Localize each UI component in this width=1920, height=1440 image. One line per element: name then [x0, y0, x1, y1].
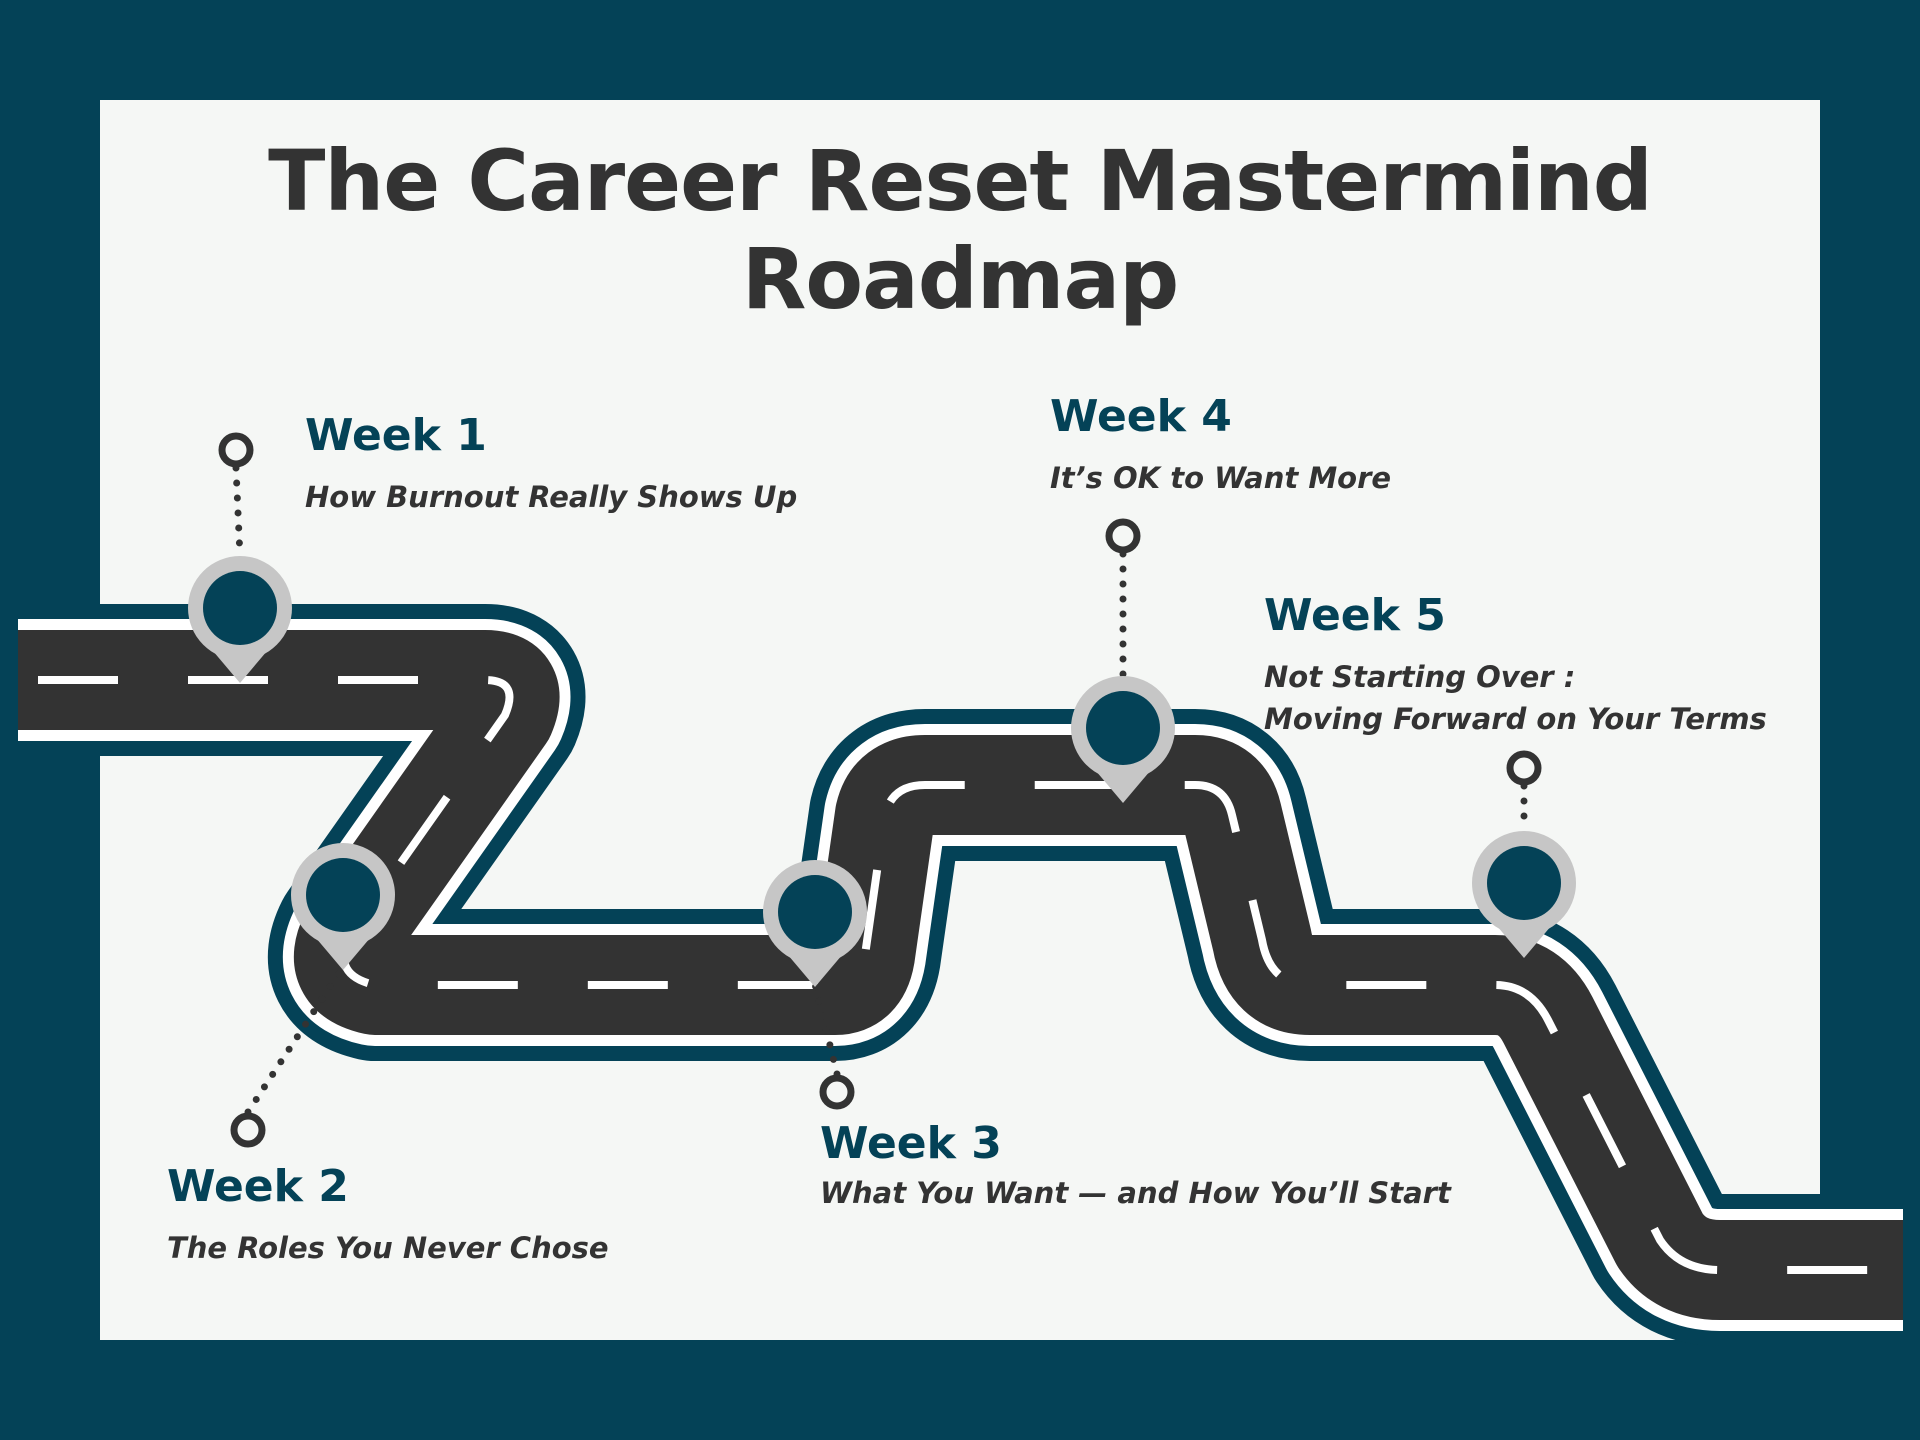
week-topic: How Burnout Really Shows Up: [305, 476, 797, 518]
waypoint-ring-icon: [823, 1078, 851, 1106]
week-topic: It’s OK to Want More: [1050, 457, 1391, 499]
dotted-connector: [236, 468, 240, 556]
week-topic-line: Not Starting Over :: [1264, 656, 1767, 698]
week-label: Week 5: [1264, 592, 1767, 640]
milestone-week-3: Week 3 What You Want — and How You’ll St…: [820, 1120, 1451, 1214]
waypoint-ring-icon: [1109, 522, 1137, 550]
milestone-week-4: Week 4 It’s OK to Want More: [1050, 393, 1391, 499]
week-topic: What You Want — and How You’ll Start: [820, 1172, 1451, 1214]
week-label: Week 3: [820, 1120, 1451, 1168]
waypoint-ring-icon: [222, 436, 250, 464]
waypoint-ring-icon: [1510, 754, 1538, 782]
waypoint-ring-icon: [234, 1116, 262, 1144]
page-title: The Career Reset Mastermind Roadmap: [100, 132, 1820, 328]
week-topic-line: Moving Forward on Your Terms: [1264, 698, 1767, 740]
milestone-week-2: Week 2 The Roles You Never Chose: [167, 1163, 609, 1269]
week-label: Week 4: [1050, 393, 1391, 441]
week-topic: Not Starting Over : Moving Forward on Yo…: [1264, 656, 1767, 740]
milestone-marker-4: [1071, 522, 1175, 803]
milestone-week-1: Week 1 How Burnout Really Shows Up: [305, 412, 797, 518]
week-label: Week 1: [305, 412, 797, 460]
week-topic: The Roles You Never Chose: [167, 1227, 609, 1269]
milestone-week-5: Week 5 Not Starting Over : Moving Forwar…: [1264, 592, 1767, 740]
week-label: Week 2: [167, 1163, 609, 1211]
